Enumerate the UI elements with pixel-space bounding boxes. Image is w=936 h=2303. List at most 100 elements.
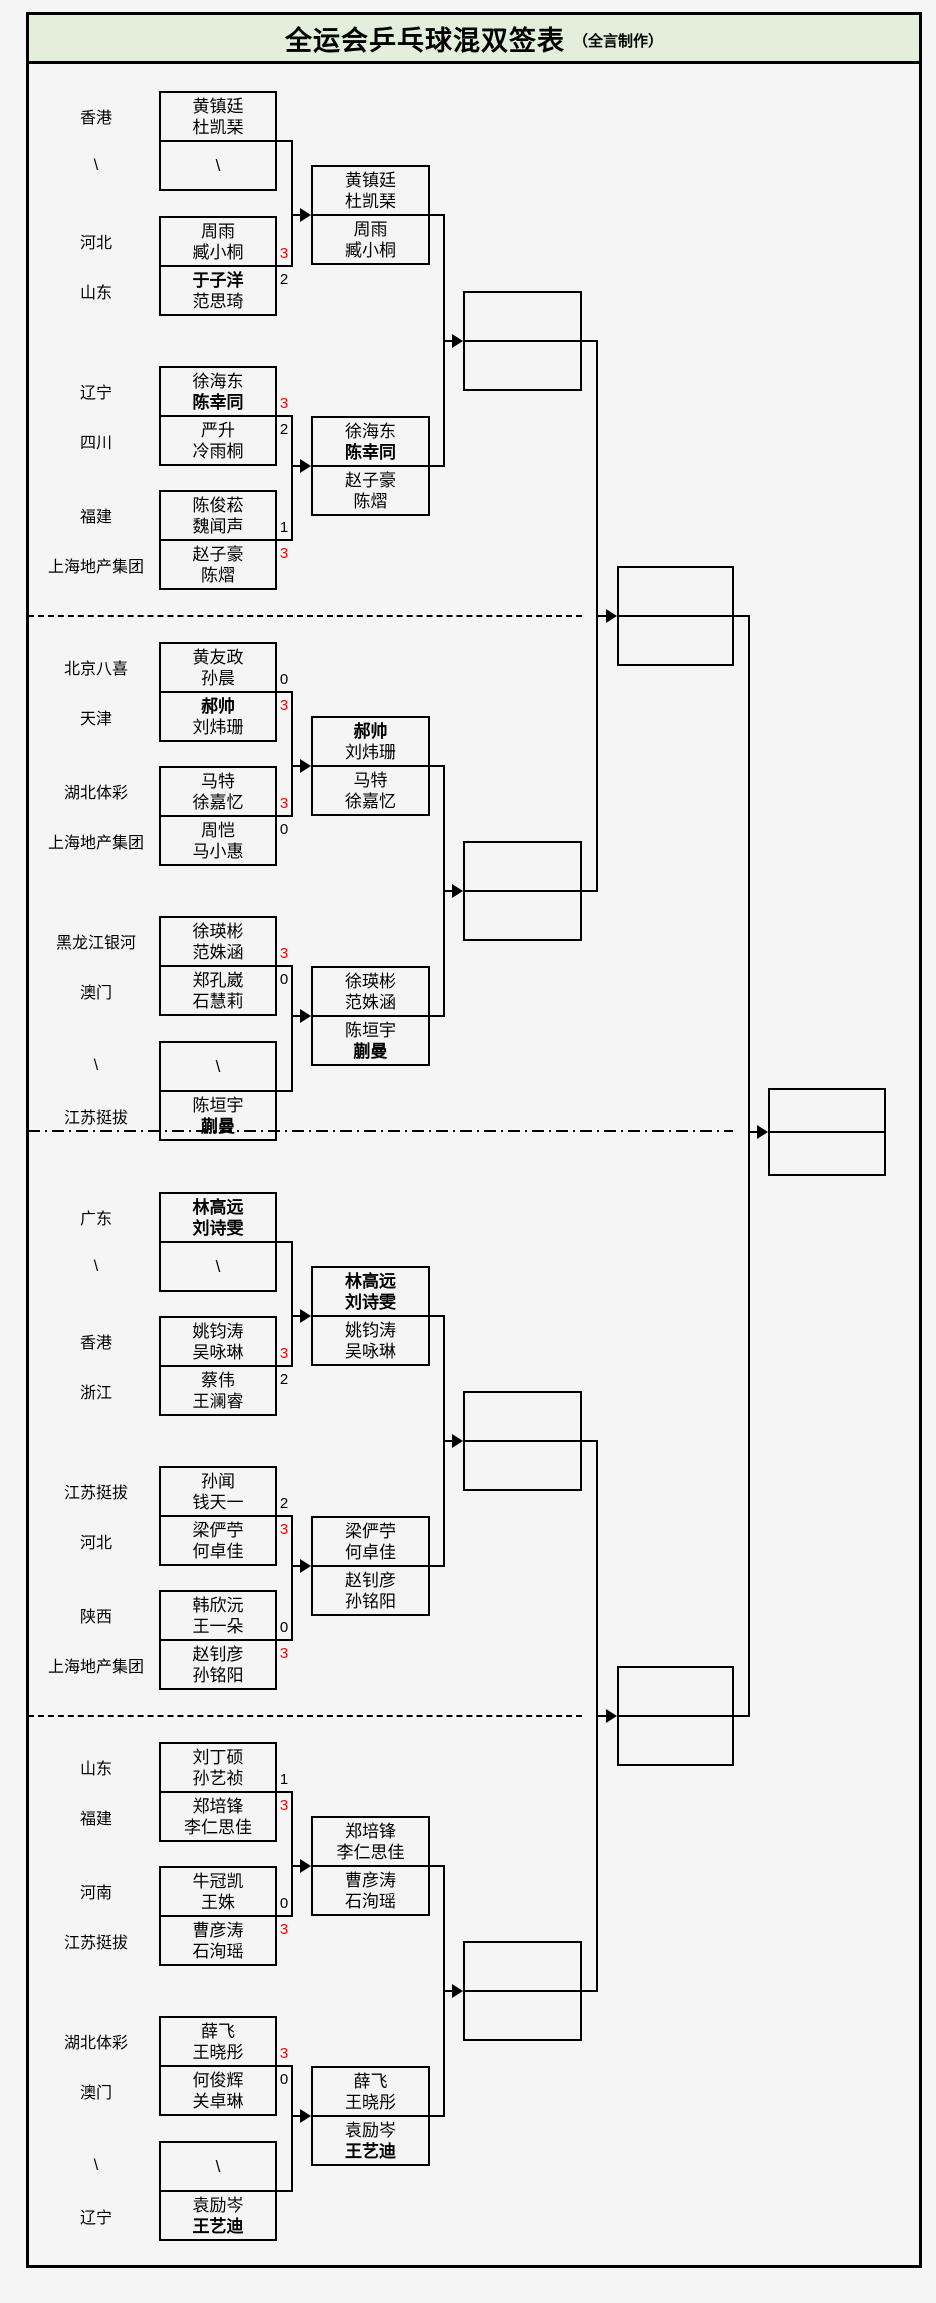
- team-cell: 赵钊彦孙铭阳: [161, 1641, 275, 1688]
- team-cell: 何俊辉关卓琳: [161, 2067, 275, 2114]
- region-label: 福建: [79, 1811, 112, 1828]
- player-name: 王晓彤: [192, 2042, 244, 2062]
- player-name: 李仁思佳: [184, 1817, 252, 1837]
- arrow-right-icon: [757, 1125, 768, 1139]
- arrow-right-icon: [606, 609, 617, 623]
- match-score: 0: [279, 820, 289, 838]
- match-score: 3: [279, 1520, 289, 1538]
- player-name: 关卓琳: [192, 2091, 244, 2111]
- connector-line: [443, 1440, 453, 1442]
- region-label: 浙江: [79, 1385, 112, 1402]
- match-score: 3: [279, 544, 289, 562]
- match-score: 0: [279, 970, 289, 988]
- team-cell: [465, 843, 580, 892]
- player-name: 徐海东: [345, 421, 396, 441]
- player-name: 黄镇廷: [192, 96, 244, 116]
- match-score: 2: [279, 420, 289, 438]
- player-name: 陈垣宇: [192, 1095, 244, 1115]
- region-label: 山东: [79, 285, 112, 302]
- player-name: \: [215, 1257, 221, 1276]
- arrow-right-icon: [300, 208, 311, 222]
- match-score: 3: [279, 1344, 289, 1362]
- region-label: 河北: [79, 235, 112, 252]
- player-name: 梁俨苧: [345, 1521, 396, 1541]
- region-label: 江苏挺拔: [63, 1485, 128, 1502]
- connector-line: [291, 691, 293, 817]
- team-cell: 薛飞王晓彤: [161, 2018, 275, 2067]
- player-name: 石洵瑶: [345, 1891, 396, 1911]
- team-cell: 黄镇廷杜凯琹: [313, 167, 428, 216]
- round1-match-box: 林高远刘诗雯\: [159, 1192, 277, 1292]
- round1-match-box: 姚钧涛吴咏琳蔡伟王澜睿: [159, 1316, 277, 1416]
- team-cell: 姚钧涛吴咏琳: [313, 1317, 428, 1364]
- player-name: \: [215, 2157, 221, 2176]
- player-name: 赵钊彦: [192, 1644, 244, 1664]
- player-name: 林高远: [192, 1197, 244, 1217]
- team-cell: [770, 1133, 884, 1174]
- match-score: 0: [279, 2070, 289, 2088]
- player-name: 曹彦涛: [192, 1920, 244, 1940]
- player-name: 薛飞: [201, 2021, 235, 2041]
- match-score: 1: [279, 1770, 289, 1788]
- match-score: 0: [279, 670, 289, 688]
- player-name: 蒯曼: [353, 1041, 388, 1061]
- page-title: 全运会乒乓球混双签表: [284, 25, 565, 56]
- region-label: 河南: [79, 1885, 112, 1902]
- team-cell: 周雨臧小桐: [161, 218, 275, 267]
- player-name: 周恺: [201, 820, 235, 840]
- player-name: \: [215, 156, 221, 175]
- arrow-right-icon: [452, 884, 463, 898]
- connector-line: [291, 1515, 293, 1641]
- round1-match-box: 徐海东陈幸同严升冷雨桐: [159, 366, 277, 466]
- player-name: 陈幸同: [345, 442, 396, 462]
- connector-line: [428, 765, 443, 767]
- player-name: 袁励岑: [345, 2120, 396, 2140]
- player-name: 陈幸同: [192, 392, 244, 412]
- round2-box: 徐海东陈幸同赵子豪陈熠: [311, 416, 430, 516]
- player-name: 何俊辉: [192, 2070, 244, 2090]
- round1-match-box: 周雨臧小桐于子洋范思琦: [159, 216, 277, 316]
- player-name: 何卓佳: [345, 1542, 396, 1562]
- player-name: 马特: [201, 771, 235, 791]
- final-box: [768, 1088, 886, 1176]
- connector-line: [291, 1241, 293, 1367]
- match-score: 3: [279, 1644, 289, 1662]
- team-cell: 袁励岑王艺迪: [161, 2192, 275, 2239]
- region-label: \: [93, 157, 99, 174]
- team-cell: 林高远刘诗雯: [313, 1268, 428, 1317]
- player-name: 黄镇廷: [345, 170, 396, 190]
- connector-line: [291, 2115, 301, 2117]
- connector-line: [443, 1990, 453, 1992]
- connector-line: [443, 340, 453, 342]
- team-cell: [465, 1992, 580, 2039]
- player-name: 蔡伟: [201, 1370, 235, 1390]
- player-name: 吴咏琳: [345, 1341, 396, 1361]
- connector-line: [275, 265, 291, 267]
- team-cell: 周雨臧小桐: [313, 216, 428, 263]
- player-name: 徐海东: [192, 371, 244, 391]
- connector-line: [291, 1791, 293, 1917]
- match-score: 3: [279, 394, 289, 412]
- team-cell: 马特徐嘉忆: [161, 768, 275, 817]
- connector-line: [275, 140, 291, 142]
- team-cell: 郑培锋李仁思佳: [313, 1818, 428, 1867]
- connector-line: [428, 2115, 443, 2117]
- player-name: 郝帅: [201, 696, 235, 716]
- player-name: 徐瑛彬: [192, 921, 244, 941]
- round2-box: 薛飞王晓彤袁励岑王艺迪: [311, 2066, 430, 2166]
- round1-match-box: 薛飞王晓彤何俊辉关卓琳: [159, 2016, 277, 2116]
- team-cell: 黄镇廷杜凯琹: [161, 93, 275, 142]
- region-label: 河北: [79, 1535, 112, 1552]
- connector-line: [291, 1865, 301, 1867]
- player-name: 冷雨桐: [192, 441, 244, 461]
- connector-line: [596, 615, 607, 617]
- region-label: 湖北体彩: [63, 785, 128, 802]
- region-label: 黑龙江银河: [55, 935, 136, 952]
- player-name: 孙闻: [201, 1471, 235, 1491]
- arrow-right-icon: [300, 2109, 311, 2123]
- team-cell: [465, 1943, 580, 1992]
- team-cell: 曹彦涛石洵瑶: [161, 1917, 275, 1964]
- quarterfinal-box: [463, 1391, 582, 1491]
- arrow-right-icon: [300, 459, 311, 473]
- match-score: 3: [279, 2044, 289, 2062]
